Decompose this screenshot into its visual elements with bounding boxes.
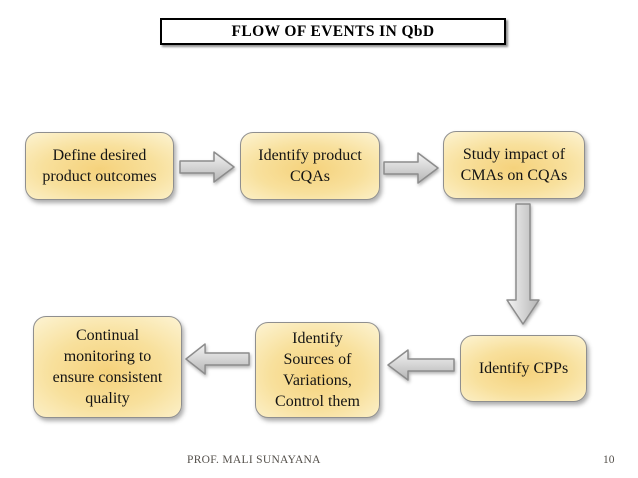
page-number: 10: [603, 454, 615, 466]
slide-title: FLOW OF EVENTS IN QbD: [231, 22, 435, 40]
flow-box-identify-variations: Identify Sources of Variations, Control …: [255, 322, 380, 418]
slide-title-box: FLOW OF EVENTS IN QbD: [160, 18, 506, 45]
flow-box-study-impact: Study impact of CMAs on CQAs: [443, 131, 585, 199]
flow-box-continual-monitoring: Continual monitoring to ensure consisten…: [33, 316, 182, 418]
arrow-left-icon: [185, 342, 250, 376]
footer-author: PROF. MALI SUNAYANA: [187, 454, 321, 466]
flow-box-identify-cpps: Identify CPPs: [460, 335, 587, 402]
arrow-right-icon: [383, 151, 439, 185]
flow-box-label: Identify CPPs: [478, 360, 569, 377]
arrow-down-icon: [505, 203, 541, 325]
arrow-left-icon: [387, 348, 455, 382]
flow-box-identify-cqas: Identify product CQAs: [240, 132, 380, 200]
arrow-right-icon: [179, 150, 235, 184]
flow-box-label: Identify Sources of Variations, Control …: [275, 330, 360, 410]
flow-box-label: Study impact of CMAs on CQAs: [460, 146, 568, 184]
flow-box-label: Define desired product outcomes: [42, 147, 157, 185]
flow-box-label: Identify product CQAs: [258, 147, 362, 185]
flow-box-label: Continual monitoring to ensure consisten…: [52, 327, 163, 407]
flow-box-define-outcomes: Define desired product outcomes: [25, 132, 174, 200]
